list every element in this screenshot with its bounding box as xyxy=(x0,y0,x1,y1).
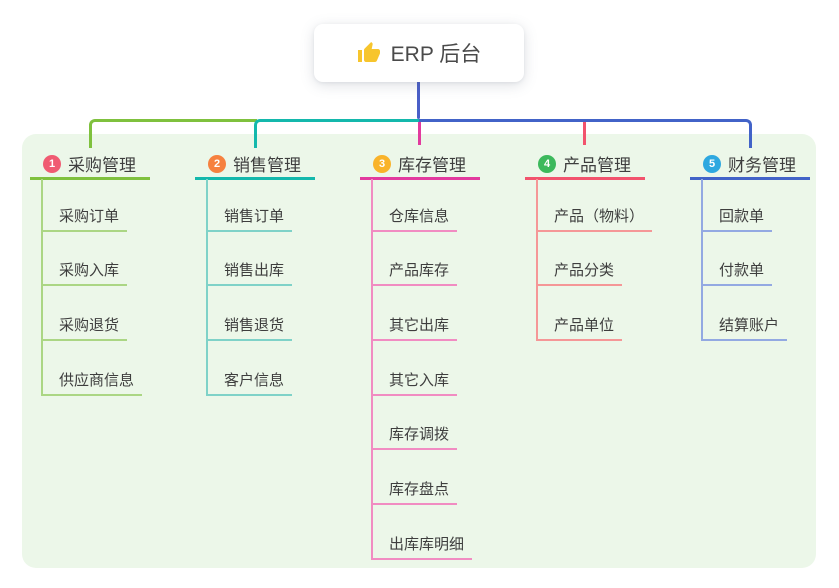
branch-finance: 5 财务管理 回款单 付款单 结算账户 xyxy=(690,150,839,341)
child-node[interactable]: 其它入库 xyxy=(371,372,458,396)
child-node[interactable]: 付款单 xyxy=(701,262,773,286)
connector-branch-inventory xyxy=(418,122,421,145)
branch-header-purchase[interactable]: 1 采购管理 xyxy=(30,150,150,180)
child-node[interactable]: 客户信息 xyxy=(206,372,293,396)
branch-label: 销售管理 xyxy=(233,156,301,175)
badge-5-icon: 5 xyxy=(703,154,721,173)
child-node[interactable]: 仓库信息 xyxy=(371,208,458,232)
branch-rail xyxy=(536,179,538,341)
branch-rail xyxy=(206,179,208,395)
child-node[interactable]: 销售订单 xyxy=(206,208,293,232)
child-node[interactable]: 库存盘点 xyxy=(371,481,458,505)
child-node[interactable]: 出库库明细 xyxy=(371,536,473,560)
child-node[interactable]: 回款单 xyxy=(701,208,773,232)
child-node[interactable]: 销售退货 xyxy=(206,317,293,341)
badge-2-icon: 2 xyxy=(208,154,226,173)
branch-header-inventory[interactable]: 3 库存管理 xyxy=(360,150,480,180)
child-node[interactable]: 产品单位 xyxy=(536,317,623,341)
badge-4-icon: 4 xyxy=(538,154,556,173)
branch-label: 库存管理 xyxy=(398,156,466,175)
connector-branch-sales xyxy=(254,119,422,148)
child-node[interactable]: 库存调拨 xyxy=(371,426,458,450)
branch-label: 采购管理 xyxy=(68,156,136,175)
branch-header-sales[interactable]: 2 销售管理 xyxy=(195,150,315,180)
child-node[interactable]: 产品（物料） xyxy=(536,208,653,232)
child-node[interactable]: 产品分类 xyxy=(536,262,623,286)
child-node[interactable]: 销售出库 xyxy=(206,262,293,286)
child-node[interactable]: 采购订单 xyxy=(41,208,128,232)
branches-panel xyxy=(22,134,816,568)
branch-header-finance[interactable]: 5 财务管理 xyxy=(690,150,810,180)
badge-1-icon: 1 xyxy=(43,154,61,173)
branch-inventory: 3 库存管理 仓库信息 产品库存 其它出库 其它入库 库存调拨 库存盘点 出库库… xyxy=(360,150,525,560)
child-node[interactable]: 采购退货 xyxy=(41,317,128,341)
branch-product: 4 产品管理 产品（物料） 产品分类 产品单位 xyxy=(525,150,690,341)
child-node[interactable]: 产品库存 xyxy=(371,262,458,286)
child-node[interactable]: 采购入库 xyxy=(41,262,128,286)
root-node[interactable]: ERP 后台 xyxy=(314,24,524,82)
branch-sales: 2 销售管理 销售订单 销售出库 销售退货 客户信息 xyxy=(195,150,360,396)
child-node[interactable]: 供应商信息 xyxy=(41,372,143,396)
branch-label: 产品管理 xyxy=(563,156,631,175)
branch-rail xyxy=(41,179,43,395)
branch-rail xyxy=(701,179,703,341)
thumbs-up-icon xyxy=(357,41,381,65)
child-node[interactable]: 其它出库 xyxy=(371,317,458,341)
connector-root xyxy=(417,80,420,119)
connector-branch-product xyxy=(583,122,586,145)
branch-label: 财务管理 xyxy=(728,156,796,175)
branch-rail xyxy=(371,179,373,559)
branch-purchase: 1 采购管理 采购订单 采购入库 采购退货 供应商信息 xyxy=(30,150,195,396)
connector-branch-finance xyxy=(419,119,752,148)
root-title: ERP 后台 xyxy=(390,43,482,66)
child-node[interactable]: 结算账户 xyxy=(701,317,788,341)
connector-branch-purchase xyxy=(89,119,257,148)
badge-3-icon: 3 xyxy=(373,154,391,173)
branch-header-product[interactable]: 4 产品管理 xyxy=(525,150,645,180)
